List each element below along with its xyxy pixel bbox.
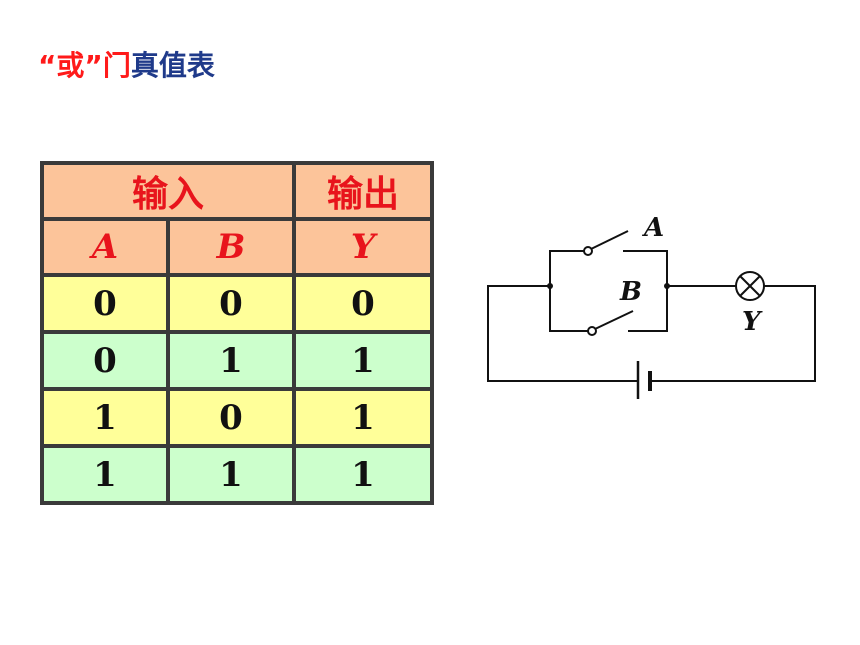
title-or-quote: “或” [38, 49, 103, 82]
header-output: 输出 [292, 161, 434, 221]
lamp-icon [735, 271, 765, 301]
cell-b: 0 [166, 273, 296, 334]
cell-a: 1 [40, 444, 170, 505]
wire-right [650, 285, 816, 382]
switch-a-label: A [641, 213, 664, 243]
cell-y: 0 [292, 273, 434, 334]
table-row: 0 1 1 [40, 330, 434, 391]
cell-a: 0 [40, 273, 170, 334]
junction-left [547, 283, 553, 289]
cell-y: 1 [292, 444, 434, 505]
table-row: 1 0 1 [40, 387, 434, 448]
cell-a: 0 [40, 330, 170, 391]
cell-y: 1 [292, 330, 434, 391]
wire-left [487, 285, 638, 382]
cell-y: 1 [292, 387, 434, 448]
lamp-label: Y [742, 307, 763, 337]
header-inputs: 输入 [40, 161, 296, 221]
cell-b: 1 [166, 444, 296, 505]
page-title: “或”门真值表 [38, 44, 215, 84]
lamp-cross-2 [739, 275, 761, 297]
branch-bottom-left [549, 286, 588, 332]
switch-a-blade [590, 230, 629, 250]
cell-b: 0 [166, 387, 296, 448]
truth-table: 输入 输出 A B Y 0 0 0 0 1 1 1 0 1 1 1 1 [40, 161, 434, 505]
switch-b-label: B [619, 277, 642, 307]
column-b: B [166, 217, 296, 277]
table-row: 1 1 1 [40, 444, 434, 505]
or-gate-circuit-diagram: A B Y [487, 213, 816, 399]
table-row: 0 0 0 [40, 273, 434, 334]
column-a: A [40, 217, 170, 277]
title-truth-table: 真值表 [130, 49, 215, 82]
branch-bottom-right [628, 286, 668, 332]
table-header-row: 输入 输出 [40, 161, 434, 221]
cell-b: 1 [166, 330, 296, 391]
switch-b-contact [587, 326, 597, 336]
junction-right [664, 283, 670, 289]
title-gate: 门 [102, 49, 131, 82]
table-column-row: A B Y [40, 217, 434, 277]
column-y: Y [292, 217, 434, 277]
switch-b-blade [594, 310, 634, 330]
cell-a: 1 [40, 387, 170, 448]
branch-top-left [549, 250, 584, 286]
switch-a-contact [583, 246, 593, 256]
branch-top-right [623, 250, 668, 286]
